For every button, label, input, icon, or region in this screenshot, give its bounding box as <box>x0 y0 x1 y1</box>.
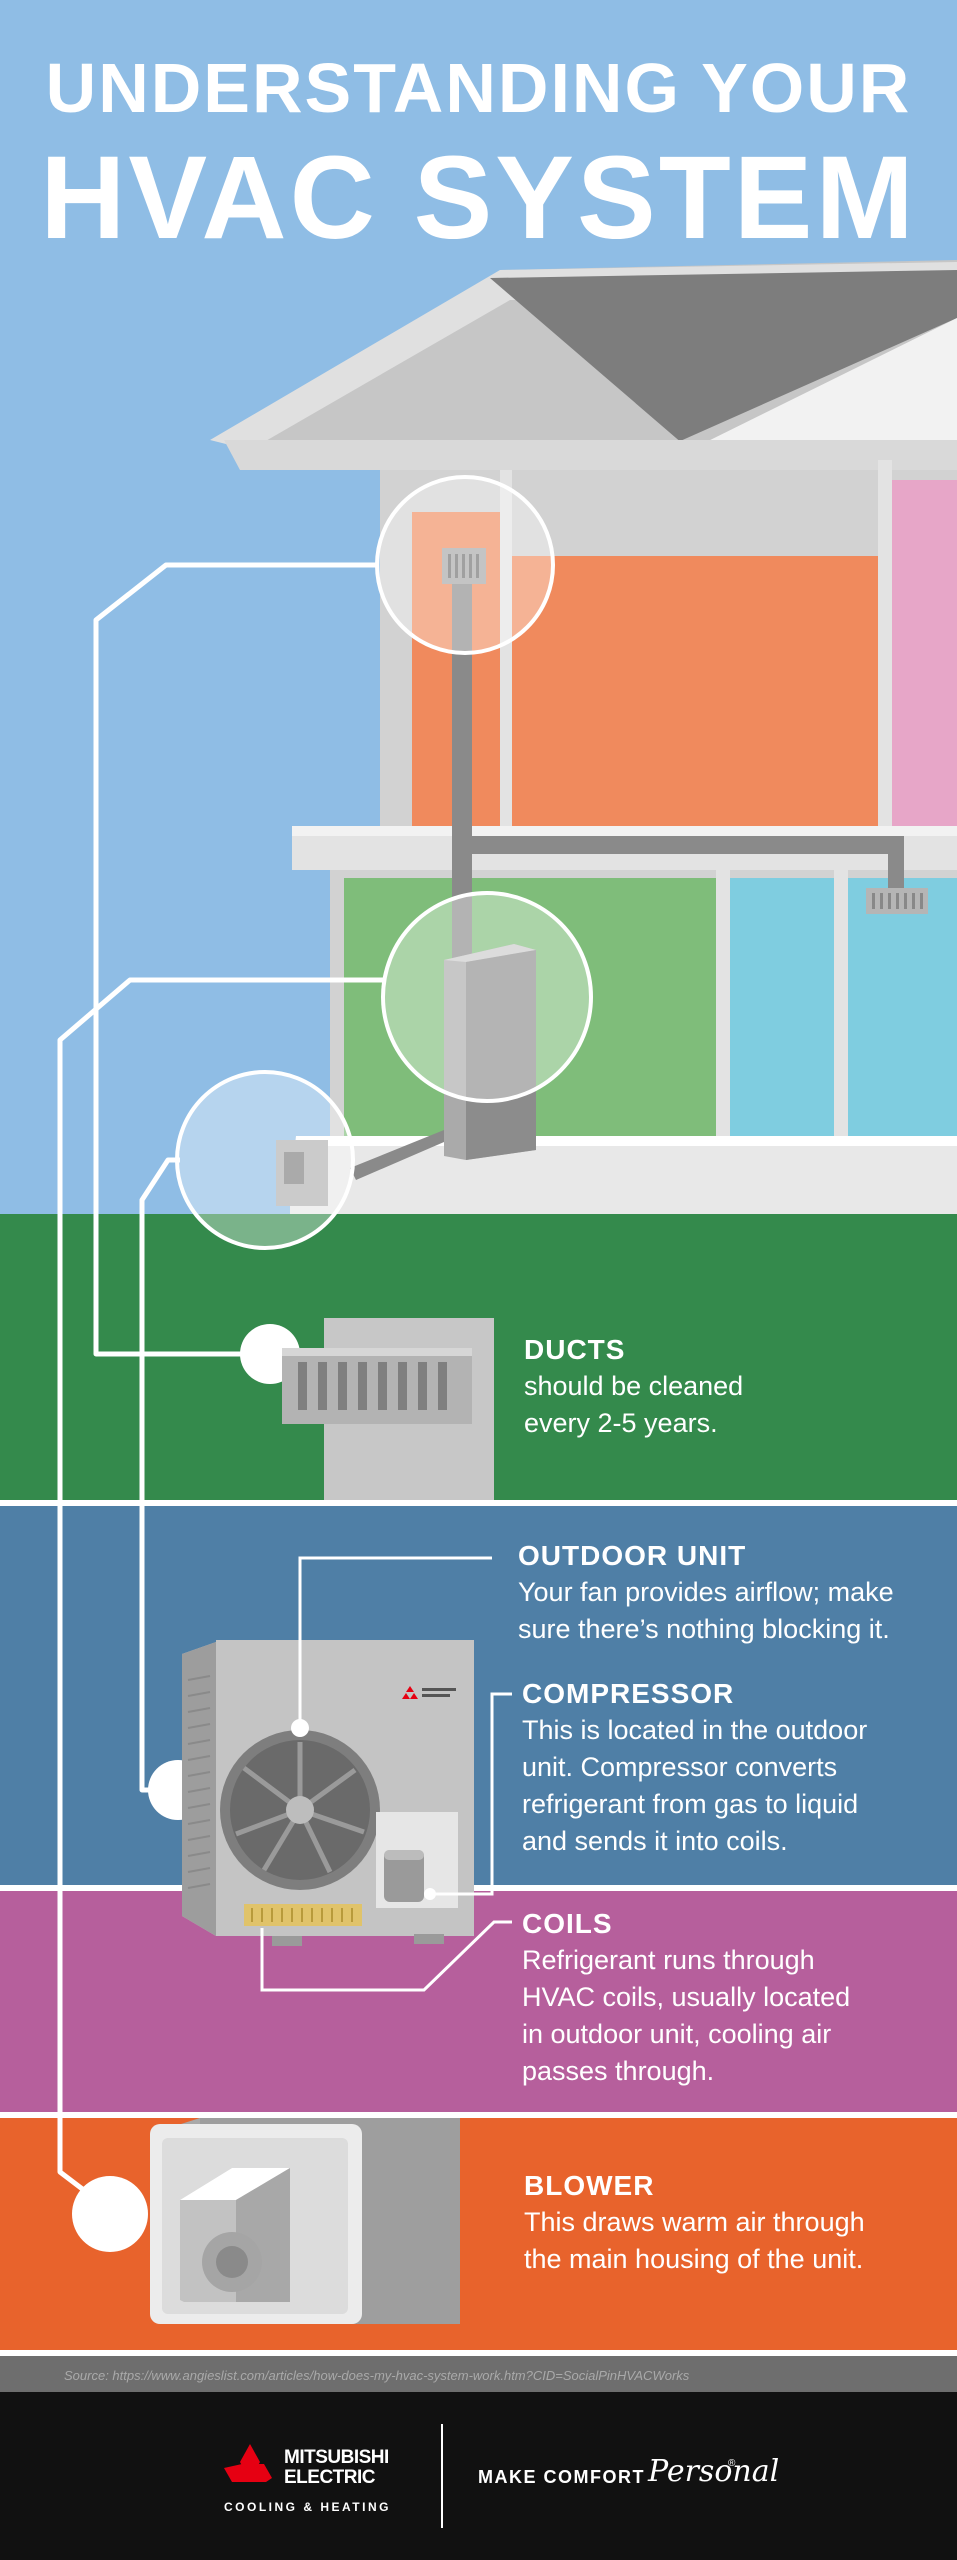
blower-description: This draws warm air through the main hou… <box>524 2204 865 2278</box>
part-pointers <box>260 1556 512 1992</box>
compressor-heading: COMPRESSOR <box>522 1678 735 1709</box>
compressor-line-2: unit. Compressor converts <box>522 1752 838 1782</box>
ducts-line-1: should be cleaned <box>524 1371 744 1401</box>
outdoor-unit-line-1: Your fan provides airflow; make <box>518 1577 894 1607</box>
mitsubishi-logo-icon <box>224 2444 272 2482</box>
compressor-description: This is located in the outdoor unit. Com… <box>522 1712 867 1860</box>
blower-line-1: This draws warm air through <box>524 2207 865 2237</box>
ducts-line-2: every 2-5 years. <box>524 1408 718 1438</box>
title-line-1: UNDERSTANDING YOUR <box>45 49 912 127</box>
compressor-line-4: and sends it into coils. <box>522 1826 788 1856</box>
outdoor-unit-illustration <box>182 1640 474 1946</box>
coils-description: Refrigerant runs through HVAC coils, usu… <box>522 1942 850 2090</box>
title-line-2: HVAC SYSTEM <box>40 132 917 264</box>
ducts-description: should be cleaned every 2-5 years. <box>524 1368 743 1442</box>
slogan-text: MAKE COMFORT <box>478 2467 645 2487</box>
compressor-line-1: This is located in the outdoor <box>522 1715 868 1745</box>
brand-name-line-1: MITSUBISHI <box>284 2447 389 2468</box>
coils-line-2: HVAC coils, usually located <box>522 1982 851 2012</box>
outdoor-unit-band <box>0 1500 957 1885</box>
coils-band <box>0 1885 957 2112</box>
blower-illustration <box>150 2118 460 2324</box>
coils-line-4: passes through. <box>522 2056 715 2086</box>
source-citation[interactable]: Source: https://www.angieslist.com/artic… <box>64 2368 690 2383</box>
source-band <box>0 2356 957 2392</box>
ducts-heading: DUCTS <box>524 1334 626 1365</box>
coils-line-3: in outdoor unit, cooling air <box>522 2019 832 2049</box>
coils-heading: COILS <box>522 1908 613 1939</box>
blower-line-2: the main housing of the unit. <box>524 2244 864 2274</box>
footer-band <box>0 2392 957 2560</box>
brand-subtitle: COOLING & HEATING <box>224 2500 391 2514</box>
hvac-illustration <box>57 260 957 2324</box>
outdoor-unit-heading: OUTDOOR UNIT <box>518 1540 747 1571</box>
outdoor-unit-description: Your fan provides airflow; make sure the… <box>518 1574 894 1648</box>
brand-name-line-2: ELECTRIC <box>284 2467 376 2488</box>
duct-vent-illustration <box>282 1318 494 1500</box>
outdoor-unit-line-2: sure there’s nothing blocking it. <box>518 1614 890 1644</box>
compressor-line-3: refrigerant from gas to liquid <box>522 1789 859 1819</box>
trademark-mark: ® <box>728 2458 736 2469</box>
house-illustration <box>175 260 957 1250</box>
slogan-script: Personal <box>648 2454 780 2489</box>
coils-line-1: Refrigerant runs through <box>522 1945 815 1975</box>
footer-divider <box>441 2424 443 2528</box>
blower-heading: BLOWER <box>524 2170 655 2201</box>
